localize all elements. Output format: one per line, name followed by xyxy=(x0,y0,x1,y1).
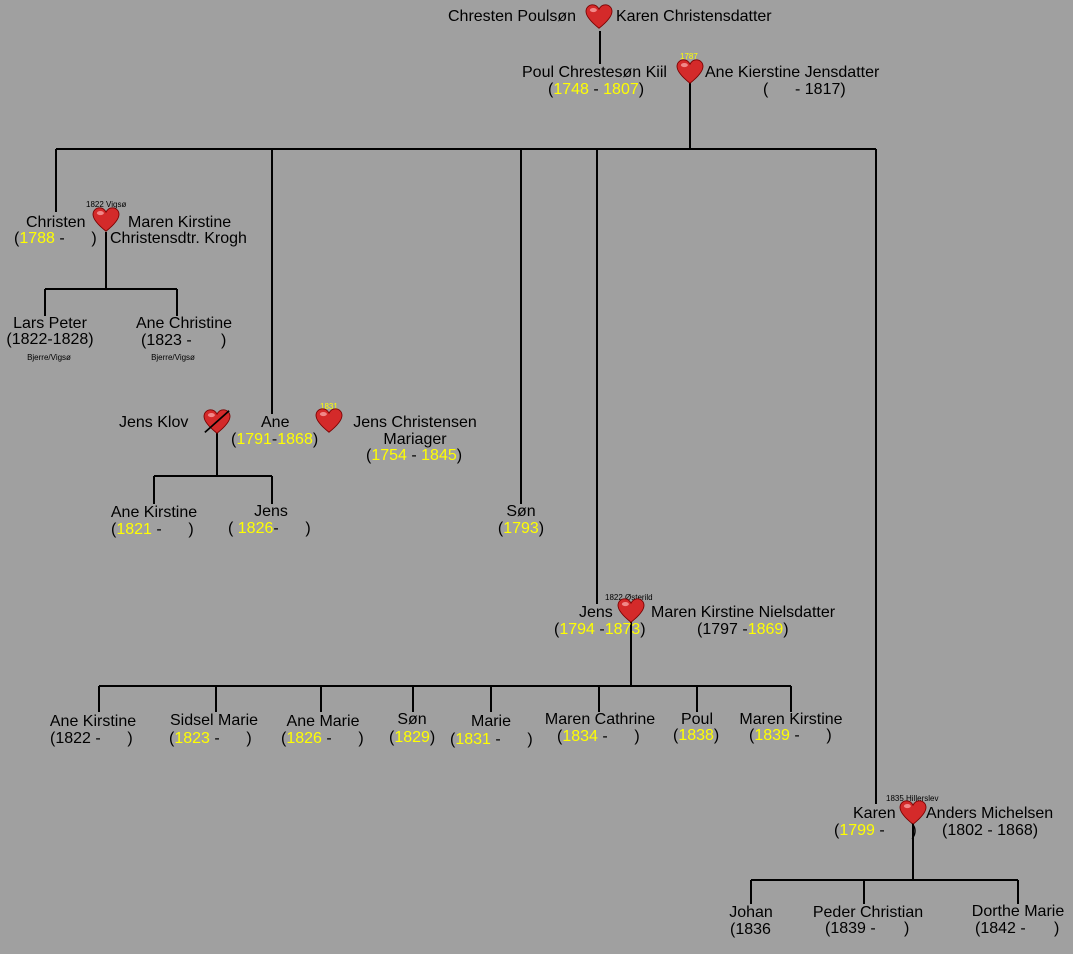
maren-kirstine-jensdatter-dates: (1839 - ) xyxy=(749,727,832,744)
person-maren-kirstine-jensdatter: Maren Kirstine xyxy=(739,711,843,728)
anders-michelsen-dates: (1802 - 1868) xyxy=(942,822,1039,839)
person-ane-kirstine-jensdatter: Ane Kirstine xyxy=(49,713,137,730)
person-karen-christensdatter: Karen Christensdatter xyxy=(616,8,772,25)
karen-dates: (1799 - ) xyxy=(834,822,917,839)
person-christen: Christen xyxy=(26,214,86,231)
person-ane: Ane xyxy=(261,414,290,431)
marriage-heart-icon xyxy=(315,408,343,433)
ane-kirstine-klov-dates: (1821 - ) xyxy=(111,521,194,538)
marriage-place-label: 1835 Hillerslev xyxy=(886,794,939,803)
ane-kierstine-dates: - 1817) xyxy=(795,81,846,98)
person-jens-christensen: Jens Christensen xyxy=(353,414,477,431)
person-marie: Marie xyxy=(470,713,512,730)
dorthe-marie-close: ) xyxy=(1054,920,1060,937)
person-jens-klov: Jens Klov xyxy=(119,414,189,431)
person-jens-klov-son: Jens xyxy=(254,503,288,520)
maren-nielsdatter-dates: (1797 -1869) xyxy=(697,621,789,638)
person-sidsel-marie: Sidsel Marie xyxy=(169,712,259,729)
person-son: Søn xyxy=(506,503,536,520)
divorced-heart-icon xyxy=(203,409,231,434)
ane-kirstine-jensdatter-dates: (1822 - ) xyxy=(50,730,133,747)
person-son-1829: Søn xyxy=(397,711,427,728)
person-karen: Karen xyxy=(853,805,896,822)
person-chresten-poulson: Chresten Poulsøn xyxy=(448,8,577,25)
lars-peter-place: Bjerre/Vigsø xyxy=(27,353,71,362)
marriage-year-label: 1831 xyxy=(320,402,338,411)
person-jens-christensen-line2: Mariager xyxy=(383,431,447,448)
jens-klov-son-dates: ( 1826- ) xyxy=(228,520,311,537)
peder-christian-dates: (1839 - xyxy=(825,920,876,937)
jens-dates: (1794 -1873) xyxy=(554,621,646,638)
marriage-place-label: 1822 Østerild xyxy=(605,593,653,602)
person-jens: Jens xyxy=(579,604,613,621)
marriage-heart-icon xyxy=(676,59,704,84)
ane-marie-dates: (1826 - ) xyxy=(281,730,364,747)
peder-christian-close: ) xyxy=(904,920,910,937)
christen-dates: (1788 - ) xyxy=(14,230,97,247)
person-dorthe-marie: Dorthe Marie xyxy=(971,903,1065,920)
person-peder-christian: Peder Christian xyxy=(812,904,924,921)
person-ane-marie: Ane Marie xyxy=(286,713,360,730)
sidsel-marie-dates: (1823 - ) xyxy=(169,730,252,747)
poul-dates: (1838) xyxy=(673,727,720,744)
marriage-heart-icon xyxy=(585,4,613,29)
marriage-year-label: 1787 xyxy=(680,52,698,61)
marriage-heart-icon xyxy=(899,800,927,825)
poul-kiil-dates: (1748 - 1807) xyxy=(548,81,645,98)
person-maren-kirstine-nielsdatter: Maren Kirstine Nielsdatter xyxy=(651,604,836,621)
son-dates: (1793) xyxy=(497,520,545,537)
dorthe-marie-dates: (1842 - xyxy=(975,920,1026,937)
person-maren-kirstine-krogh: Maren Kirstine xyxy=(128,214,232,231)
person-johan: Johan xyxy=(729,904,773,921)
person-anders-michelsen: Anders Michelsen xyxy=(926,805,1054,822)
maren-cathrine-dates: (1834 - ) xyxy=(557,728,640,745)
person-lars-peter: Lars Peter xyxy=(13,315,87,332)
jens-christensen-dates: (1754 - 1845) xyxy=(366,447,463,464)
ane-dates: (1791-1868) xyxy=(231,431,319,448)
ane-christine-dates: (1823 - xyxy=(141,332,192,349)
person-poul-kiil: Poul Chrestesøn Kiil xyxy=(522,64,667,81)
person-poul: Poul xyxy=(680,711,714,728)
ane-kierstine-open-paren: ( xyxy=(763,81,769,98)
ane-christine-close: ) xyxy=(221,332,227,349)
marriage-place-label: 1822 Vigsø xyxy=(86,200,127,209)
person-maren-cathrine: Maren Cathrine xyxy=(544,711,656,728)
lars-peter-dates: (1822-1828) xyxy=(6,331,94,348)
marie-dates: (1831 - ) xyxy=(450,731,533,748)
marriage-heart-icon xyxy=(92,207,120,232)
person-ane-kierstine-jensdatter: Ane Kierstine Jensdatter xyxy=(705,64,880,81)
ane-christine-place: Bjerre/Vigsø xyxy=(151,353,195,362)
person-ane-kirstine-klov: Ane Kirstine xyxy=(110,504,198,521)
person-ane-christine: Ane Christine xyxy=(135,315,233,332)
marriage-heart-icon xyxy=(617,598,645,623)
son-1829-dates: (1829) xyxy=(389,729,436,746)
johan-dates: (1836 xyxy=(730,921,771,938)
person-maren-kirstine-krogh-line2: Christensdtr. Krogh xyxy=(110,230,247,247)
